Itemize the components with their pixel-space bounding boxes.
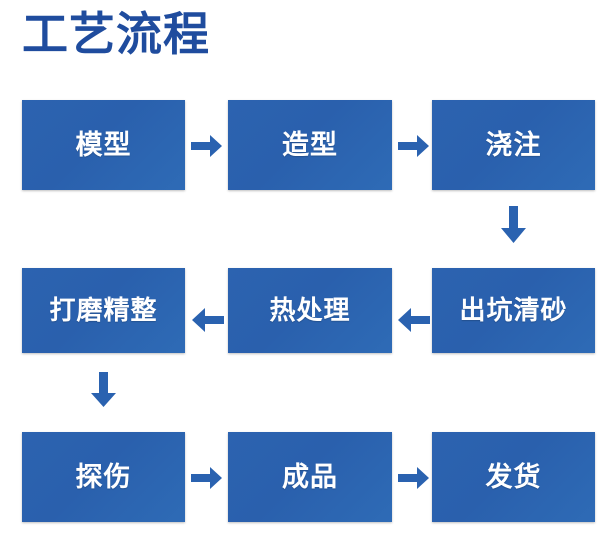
arrow-down-icon (90, 372, 117, 408)
process-node-label: 造型 (282, 129, 338, 161)
process-node-heat-treatment[interactable]: 热处理 (228, 268, 392, 353)
process-node-label: 发货 (485, 461, 542, 493)
arrow-left-icon (191, 307, 225, 333)
process-node-shipping[interactable]: 发货 (432, 432, 595, 522)
process-node-finished-product[interactable]: 成品 (228, 432, 392, 522)
process-node-label: 打磨精整 (49, 295, 158, 326)
process-node-flaw-detection[interactable]: 探伤 (22, 432, 185, 522)
arrow-right-icon (191, 134, 223, 158)
page-title: 工艺流程 (22, 7, 210, 61)
process-node-label: 成品 (282, 461, 338, 493)
process-node-label: 出坑清砂 (459, 295, 568, 326)
process-node-label: 模型 (75, 129, 132, 161)
process-node-pouring[interactable]: 浇注 (432, 100, 595, 190)
process-node-label: 热处理 (269, 295, 351, 326)
process-node-pit-removal-sand-cleaning[interactable]: 出坑清砂 (432, 268, 595, 353)
arrow-left-icon (397, 307, 431, 333)
arrow-down-icon (500, 206, 527, 244)
process-node-model[interactable]: 模型 (22, 100, 185, 190)
process-node-grinding-finishing[interactable]: 打磨精整 (22, 268, 185, 353)
arrow-right-icon (398, 466, 430, 490)
process-node-label: 探伤 (75, 461, 132, 493)
arrow-right-icon (191, 466, 223, 490)
arrow-right-icon (398, 134, 430, 158)
process-node-label: 浇注 (485, 129, 542, 161)
process-node-molding[interactable]: 造型 (228, 100, 392, 190)
